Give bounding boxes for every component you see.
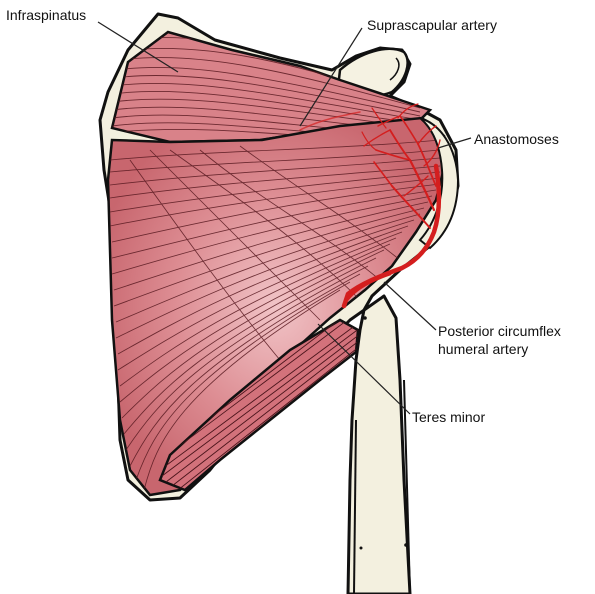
leader-suprascapular — [299, 27, 363, 127]
leader-posterior-circumflex — [383, 281, 437, 331]
label-infraspinatus: Infraspinatus — [6, 7, 87, 23]
label-anastomoses: Anastomoses — [474, 131, 559, 147]
label-posterior-circumflex-line2: humeral artery — [438, 341, 529, 357]
label-posterior-circumflex-line1: Posterior circumflex — [438, 323, 561, 339]
label-teres-minor: Teres minor — [412, 409, 486, 425]
leader-infraspinatus — [97, 21, 179, 73]
teres-minor-muscle — [158, 318, 360, 492]
leader-anastomoses — [437, 137, 472, 149]
humeral-head — [418, 117, 460, 250]
leader-lines — [97, 21, 472, 415]
leader-teres-minor — [317, 323, 411, 415]
lower-muscle — [106, 116, 446, 497]
artery-network — [299, 103, 442, 309]
label-suprascapular-artery: Suprascapular artery — [367, 17, 497, 33]
